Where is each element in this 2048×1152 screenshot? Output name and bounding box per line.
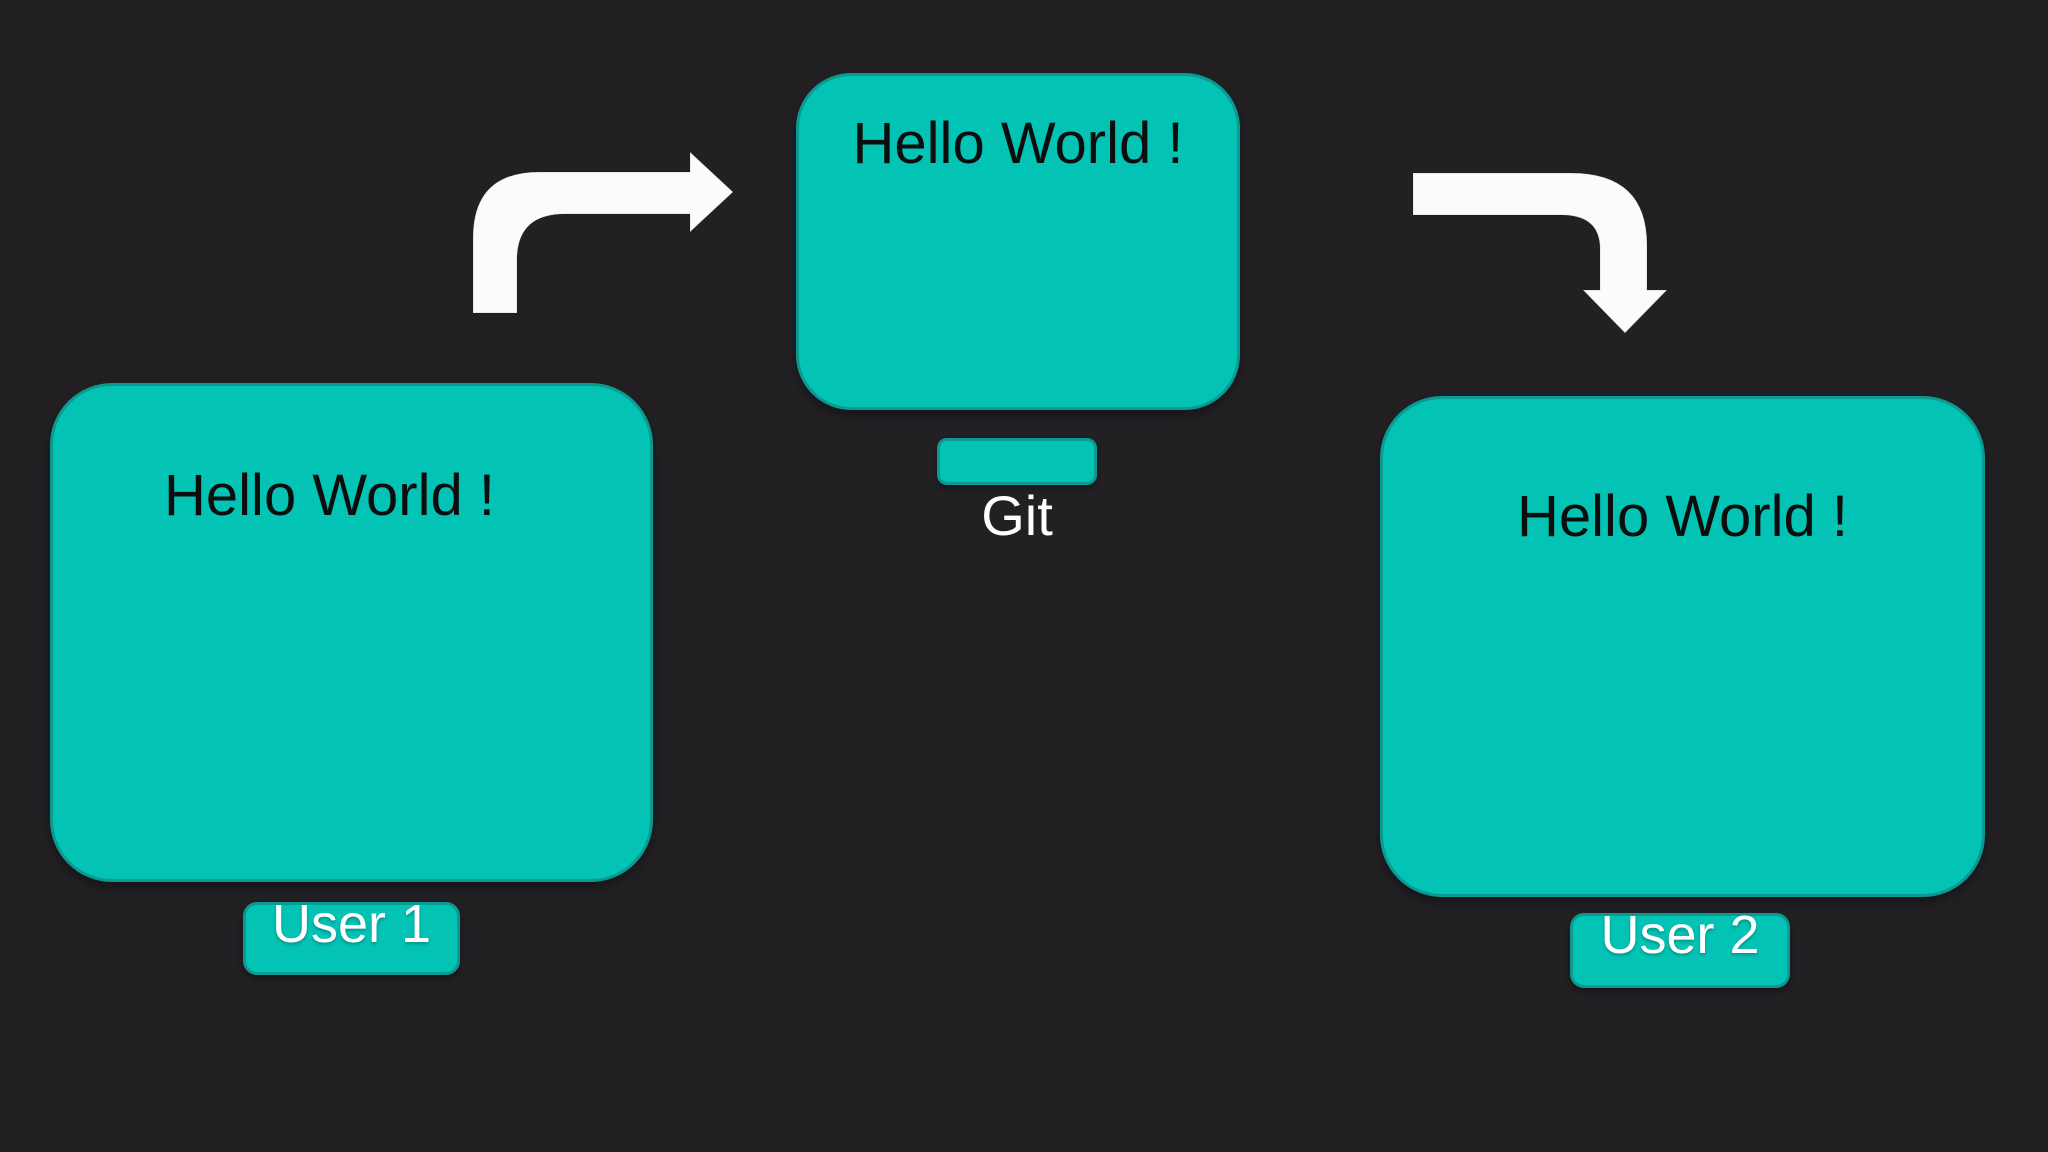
- user1-label-text: User 1: [271, 894, 432, 954]
- user2-node-text: Hello World !: [1517, 484, 1848, 549]
- elbow-arrow-down-icon: [1413, 173, 1667, 333]
- git-tab: [937, 438, 1097, 485]
- user1-node-text: Hello World !: [164, 463, 495, 528]
- elbow-arrow-up-right-icon: [473, 150, 733, 314]
- git-label-text: Git: [981, 484, 1053, 547]
- user2-node: Hello World !: [1380, 396, 1985, 897]
- git-node-text: Hello World !: [852, 111, 1184, 176]
- user1-label: User 1: [243, 897, 460, 975]
- git-node: Hello World !: [796, 73, 1240, 410]
- user1-node: Hello World !: [50, 383, 653, 882]
- user2-label: User 2: [1570, 908, 1790, 988]
- user2-label-text: User 2: [1600, 905, 1760, 965]
